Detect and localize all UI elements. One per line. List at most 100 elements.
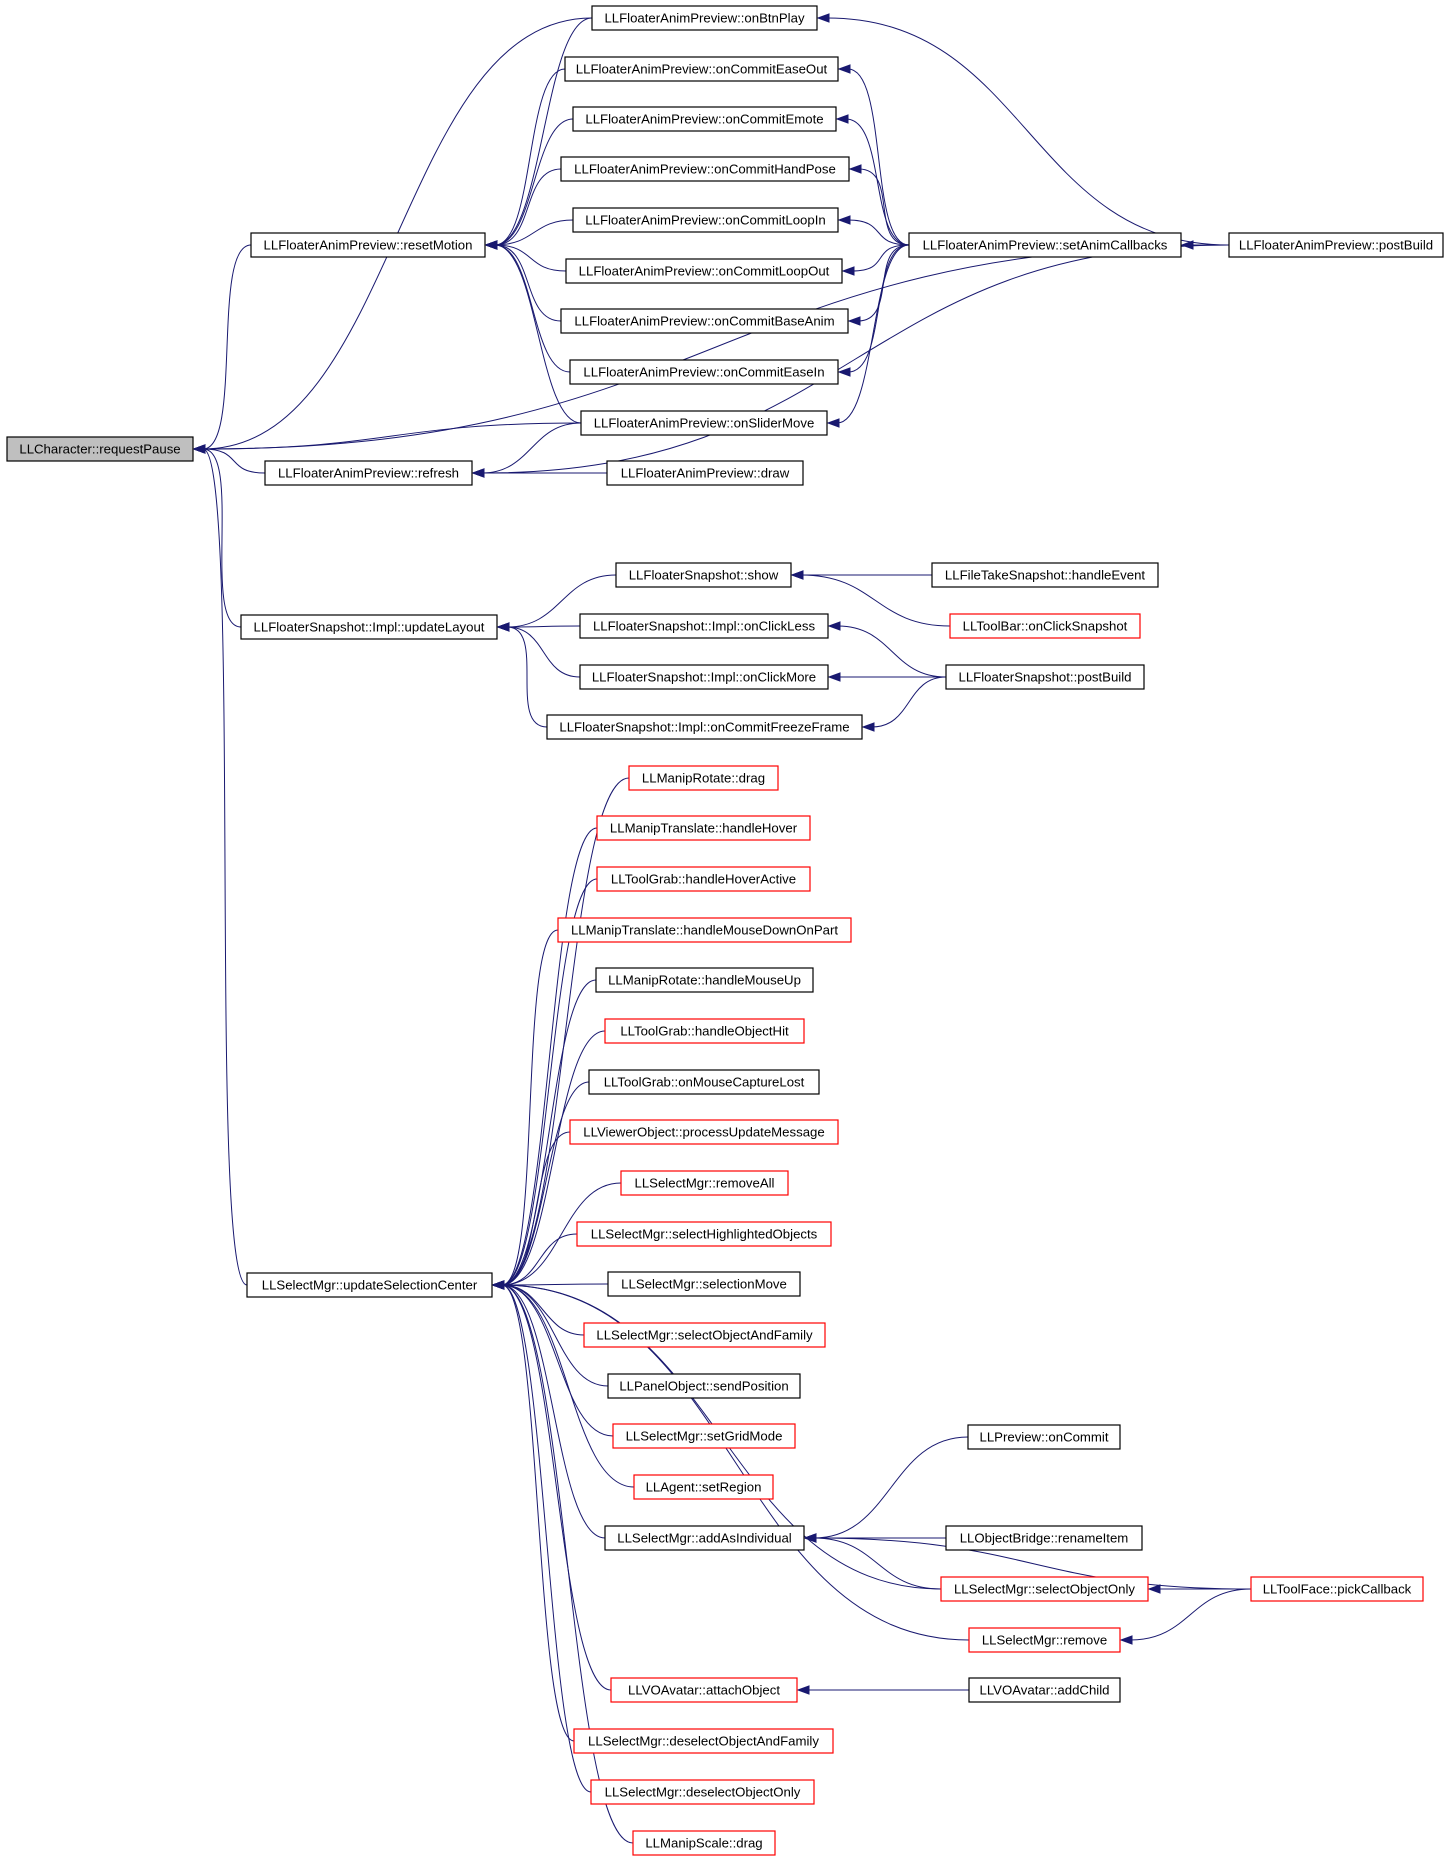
function-node[interactable]: LLVOAvatar::attachObject: [610, 1677, 798, 1703]
function-node[interactable]: LLFloaterSnapshot::Impl::onClickMore: [579, 664, 829, 690]
node-box[interactable]: [604, 1525, 805, 1551]
node-box[interactable]: [246, 1272, 493, 1298]
function-node[interactable]: LLFloaterAnimPreview::draw: [606, 460, 804, 486]
function-node[interactable]: LLFileTakeSnapshot::handleEvent: [931, 562, 1159, 588]
node-box[interactable]: [240, 614, 498, 640]
function-node[interactable]: LLSelectMgr::selectionMove: [607, 1271, 801, 1297]
function-node[interactable]: LLToolBar::onClickSnapshot: [949, 613, 1141, 639]
function-node[interactable]: LLManipRotate::handleMouseUp: [595, 967, 814, 993]
function-node[interactable]: LLFloaterAnimPreview::setAnimCallbacks: [908, 232, 1182, 258]
node-box[interactable]: [931, 562, 1159, 588]
node-box[interactable]: [968, 1627, 1121, 1653]
node-box[interactable]: [607, 1373, 801, 1399]
node-box[interactable]: [596, 815, 811, 841]
function-node[interactable]: LLFloaterAnimPreview::resetMotion: [250, 232, 486, 258]
function-node[interactable]: LLManipRotate::drag: [628, 765, 779, 791]
function-node[interactable]: LLSelectMgr::deselectObjectOnly: [590, 1779, 815, 1805]
function-node[interactable]: LLFloaterSnapshot::show: [615, 562, 792, 588]
node-box[interactable]: [583, 1322, 826, 1348]
function-node[interactable]: LLSelectMgr::selectObjectAndFamily: [583, 1322, 826, 1348]
function-node[interactable]: LLFloaterSnapshot::Impl::updateLayout: [240, 614, 498, 640]
node-box[interactable]: [560, 308, 849, 334]
function-node[interactable]: LLFloaterAnimPreview::onCommitEmote: [572, 106, 837, 132]
node-box[interactable]: [633, 1474, 774, 1500]
node-box[interactable]: [569, 359, 839, 385]
function-node[interactable]: LLSelectMgr::selectHighlightedObjects: [576, 1221, 832, 1247]
node-box[interactable]: [968, 1677, 1121, 1703]
node-box[interactable]: [595, 967, 814, 993]
node-box[interactable]: [945, 664, 1145, 690]
function-node[interactable]: LLToolGrab::handleHoverActive: [596, 866, 811, 892]
node-box[interactable]: [576, 1221, 832, 1247]
function-node[interactable]: LLFloaterSnapshot::Impl::onClickLess: [579, 613, 829, 639]
node-box[interactable]: [610, 1677, 798, 1703]
node-box[interactable]: [569, 1119, 839, 1145]
function-node[interactable]: LLFloaterAnimPreview::onCommitBaseAnim: [560, 308, 849, 334]
node-box[interactable]: [572, 207, 839, 233]
function-node[interactable]: LLSelectMgr::deselectObjectAndFamily: [573, 1728, 834, 1754]
function-node[interactable]: LLFloaterSnapshot::Impl::onCommitFreezeF…: [546, 714, 863, 740]
function-node[interactable]: LLFloaterAnimPreview::onCommitHandPose: [560, 156, 850, 182]
node-box[interactable]: [591, 5, 818, 31]
function-node[interactable]: LLToolGrab::onMouseCaptureLost: [588, 1069, 820, 1095]
node-box[interactable]: [908, 232, 1182, 258]
function-node[interactable]: LLFloaterAnimPreview::postBuild: [1228, 232, 1444, 258]
function-node[interactable]: LLAgent::setRegion: [633, 1474, 774, 1500]
function-node[interactable]: LLManipScale::drag: [632, 1830, 776, 1856]
node-box[interactable]: [1250, 1576, 1424, 1602]
node-box[interactable]: [572, 106, 837, 132]
node-box[interactable]: [607, 1271, 801, 1297]
node-box[interactable]: [606, 460, 804, 486]
function-node[interactable]: LLToolGrab::handleObjectHit: [604, 1018, 805, 1044]
function-node[interactable]: LLFloaterAnimPreview::onBtnPlay: [591, 5, 818, 31]
root-node[interactable]: LLCharacter::requestPause: [6, 436, 194, 462]
node-box[interactable]: [580, 410, 828, 436]
function-node[interactable]: LLSelectMgr::setGridMode: [612, 1423, 796, 1449]
node-box[interactable]: [1228, 232, 1444, 258]
node-box[interactable]: [564, 56, 839, 82]
function-node[interactable]: LLVOAvatar::addChild: [968, 1677, 1121, 1703]
node-box[interactable]: [264, 460, 473, 486]
node-box[interactable]: [579, 664, 829, 690]
node-box[interactable]: [604, 1018, 805, 1044]
function-node[interactable]: LLSelectMgr::selectObjectOnly: [940, 1576, 1149, 1602]
function-node[interactable]: LLFloaterAnimPreview::onCommitEaseOut: [564, 56, 839, 82]
node-box[interactable]: [557, 917, 852, 943]
function-node[interactable]: LLSelectMgr::updateSelectionCenter: [246, 1272, 493, 1298]
node-box[interactable]: [6, 436, 194, 462]
node-box[interactable]: [949, 613, 1141, 639]
node-box[interactable]: [615, 562, 792, 588]
node-box[interactable]: [612, 1423, 796, 1449]
function-node[interactable]: LLFloaterAnimPreview::onSliderMove: [580, 410, 828, 436]
function-node[interactable]: LLFloaterAnimPreview::onCommitEaseIn: [569, 359, 839, 385]
node-box[interactable]: [250, 232, 486, 258]
function-node[interactable]: LLPreview::onCommit: [967, 1424, 1121, 1450]
node-box[interactable]: [579, 613, 829, 639]
node-box[interactable]: [565, 258, 843, 284]
node-box[interactable]: [590, 1779, 815, 1805]
node-box[interactable]: [573, 1728, 834, 1754]
node-box[interactable]: [632, 1830, 776, 1856]
node-box[interactable]: [967, 1424, 1121, 1450]
node-box[interactable]: [546, 714, 863, 740]
function-node[interactable]: LLViewerObject::processUpdateMessage: [569, 1119, 839, 1145]
function-node[interactable]: LLSelectMgr::addAsIndividual: [604, 1525, 805, 1551]
function-node[interactable]: LLToolFace::pickCallback: [1250, 1576, 1424, 1602]
function-node[interactable]: LLSelectMgr::removeAll: [620, 1170, 789, 1196]
node-box[interactable]: [560, 156, 850, 182]
function-node[interactable]: LLFloaterAnimPreview::refresh: [264, 460, 473, 486]
function-node[interactable]: LLFloaterSnapshot::postBuild: [945, 664, 1145, 690]
node-box[interactable]: [620, 1170, 789, 1196]
node-box[interactable]: [588, 1069, 820, 1095]
function-node[interactable]: LLFloaterAnimPreview::onCommitLoopIn: [572, 207, 839, 233]
function-node[interactable]: LLSelectMgr::remove: [968, 1627, 1121, 1653]
function-node[interactable]: LLObjectBridge::renameItem: [945, 1525, 1143, 1551]
function-node[interactable]: LLPanelObject::sendPosition: [607, 1373, 801, 1399]
function-node[interactable]: LLManipTranslate::handleMouseDownOnPart: [557, 917, 852, 943]
node-box[interactable]: [596, 866, 811, 892]
node-box[interactable]: [940, 1576, 1149, 1602]
node-box[interactable]: [628, 765, 779, 791]
function-node[interactable]: LLFloaterAnimPreview::onCommitLoopOut: [565, 258, 843, 284]
function-node[interactable]: LLManipTranslate::handleHover: [596, 815, 811, 841]
node-box[interactable]: [945, 1525, 1143, 1551]
